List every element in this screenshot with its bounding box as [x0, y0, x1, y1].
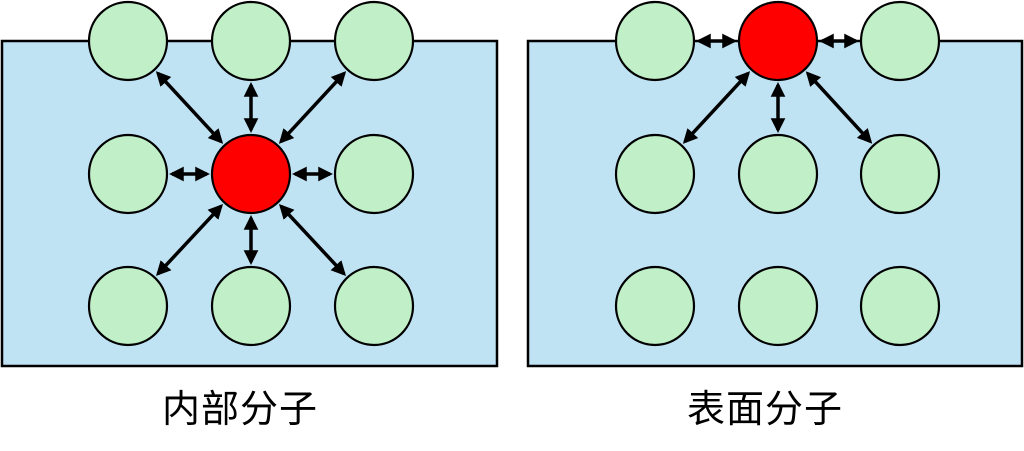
force-arrow: [155, 71, 224, 144]
force-arrows: [155, 71, 347, 276]
molecule: [87, 133, 169, 215]
molecule: [87, 0, 169, 82]
force-arrow: [278, 204, 347, 276]
molecule: [210, 0, 292, 82]
force-arrows: [682, 33, 873, 144]
molecule: [859, 265, 941, 347]
molecule: [737, 133, 819, 215]
molecule: [614, 0, 696, 82]
molecule: [859, 133, 941, 215]
focus-molecule: [737, 0, 819, 82]
interior-panel: [0, 0, 499, 368]
force-arrow: [155, 204, 224, 276]
force-arrow: [278, 71, 347, 144]
force-arrow: [682, 71, 751, 144]
molecule: [614, 265, 696, 347]
molecule: [210, 265, 292, 347]
molecule: [737, 265, 819, 347]
surface-molecule-label: 表面分子: [687, 387, 844, 431]
molecule: [87, 265, 169, 347]
surface-panel: [526, 0, 1024, 368]
molecule: [333, 133, 415, 215]
force-arrow: [805, 71, 873, 144]
molecule: [333, 265, 415, 347]
molecule: [333, 0, 415, 82]
molecule: [614, 133, 696, 215]
molecule: [859, 0, 941, 82]
interior-molecule-label: 内部分子: [162, 387, 319, 431]
focus-molecule: [210, 133, 292, 215]
